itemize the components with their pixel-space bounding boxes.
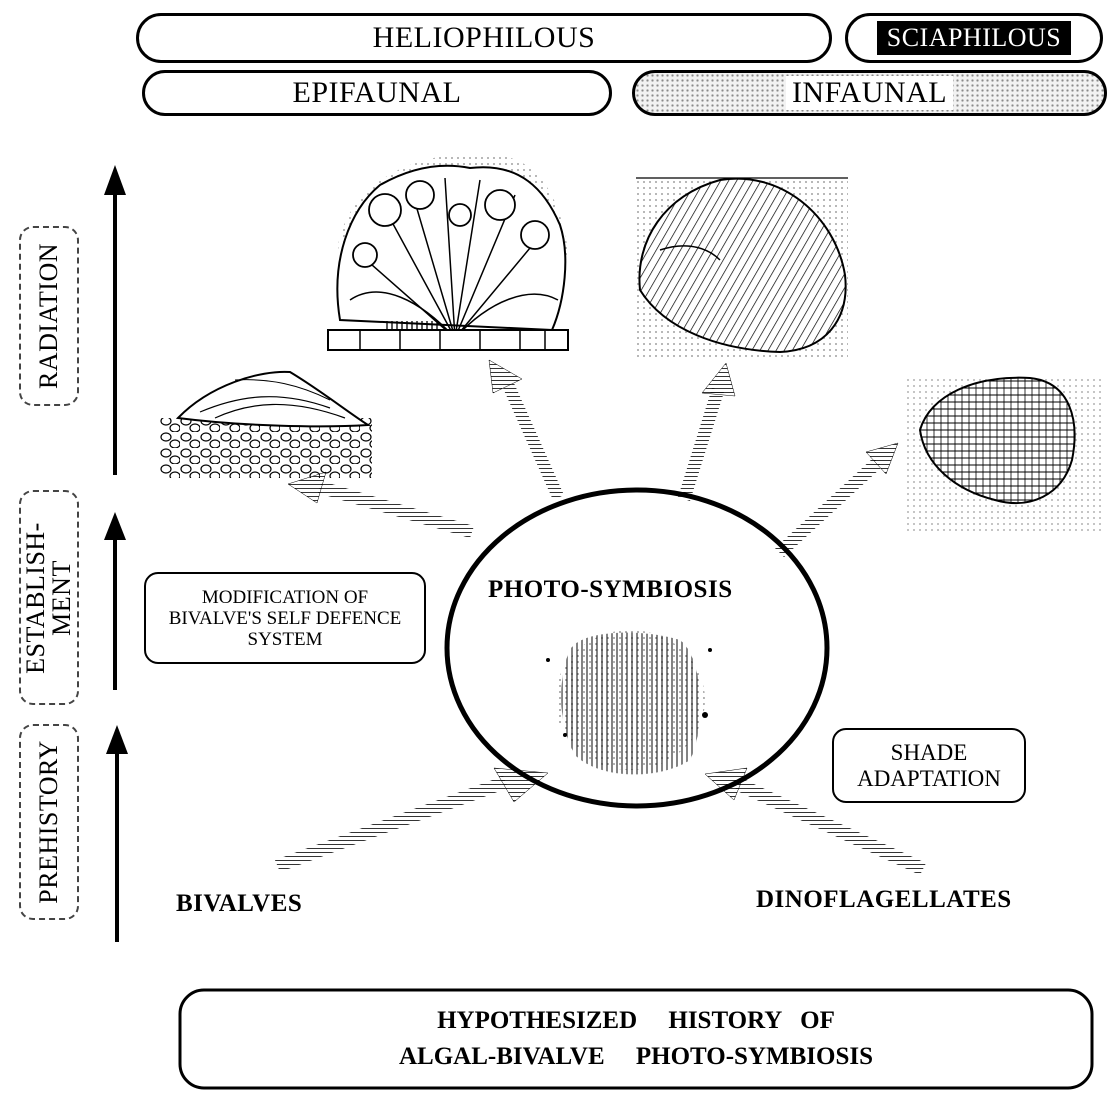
bivalves-label: BIVALVES: [176, 890, 302, 918]
infaunal-cockle-illustration: [636, 178, 848, 358]
sciaphilous-cockle-illustration: [905, 378, 1103, 533]
epifaunal-shell-illustration: [160, 372, 372, 478]
photosymbiosis-label: PHOTO-SYMBIOSIS: [488, 576, 733, 604]
caption-line-1: HYPOTHESIZED HISTORY OF: [437, 1003, 835, 1039]
giant-clam-illustration: [328, 154, 568, 350]
caption-line-2: ALGAL-BIVALVE PHOTO-SYMBIOSIS: [399, 1039, 873, 1075]
timeline-arrows: [104, 165, 128, 942]
caption-title: HYPOTHESIZED HISTORY OF ALGAL-BIVALVE PH…: [180, 990, 1092, 1088]
dinoflagellates-label: DINOFLAGELLATES: [756, 886, 1012, 914]
